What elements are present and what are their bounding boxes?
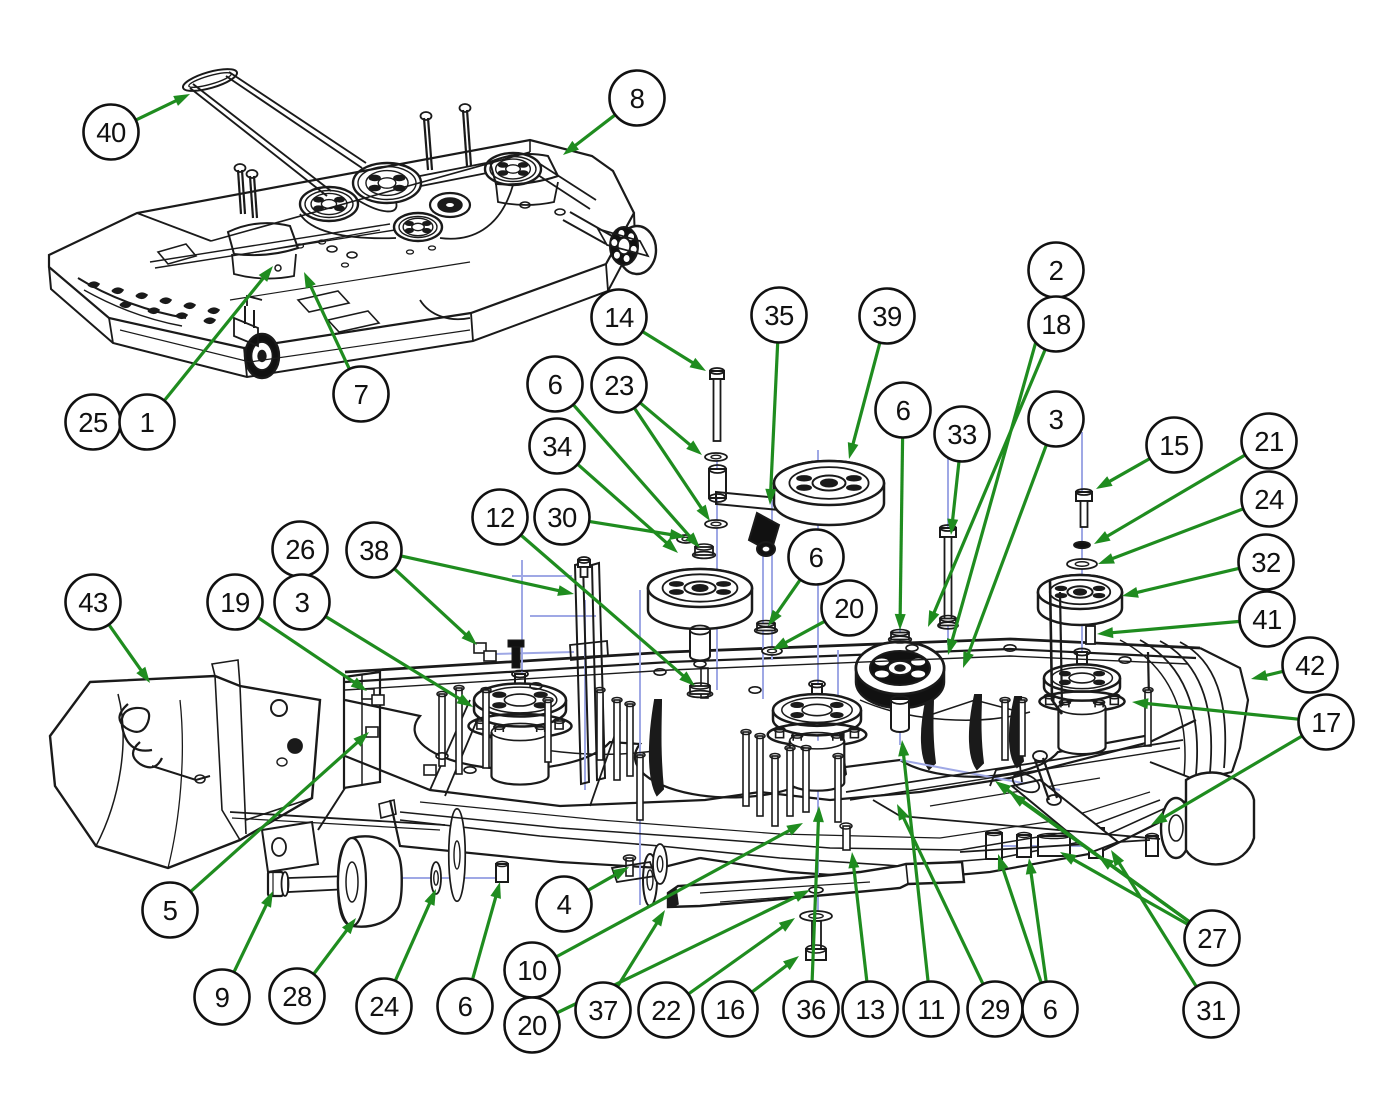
svg-text:40: 40 (96, 117, 126, 148)
svg-text:24: 24 (369, 991, 399, 1022)
svg-text:20: 20 (834, 593, 864, 624)
svg-text:41: 41 (1252, 604, 1282, 635)
svg-text:32: 32 (1251, 547, 1281, 578)
svg-text:23: 23 (604, 370, 634, 401)
svg-text:38: 38 (359, 535, 389, 566)
svg-text:6: 6 (548, 369, 563, 400)
svg-text:16: 16 (715, 994, 745, 1025)
svg-text:37: 37 (588, 995, 618, 1026)
svg-text:19: 19 (220, 587, 250, 618)
svg-text:25: 25 (78, 407, 108, 438)
svg-text:6: 6 (896, 395, 911, 426)
svg-text:33: 33 (947, 419, 977, 450)
svg-text:6: 6 (1043, 994, 1058, 1025)
svg-text:6: 6 (809, 542, 824, 573)
svg-text:9: 9 (215, 982, 230, 1013)
svg-text:26: 26 (285, 534, 315, 565)
svg-text:42: 42 (1295, 650, 1325, 681)
svg-text:27: 27 (1197, 923, 1227, 954)
svg-text:21: 21 (1254, 426, 1284, 457)
svg-text:36: 36 (796, 994, 826, 1025)
svg-text:34: 34 (542, 431, 572, 462)
svg-text:15: 15 (1159, 430, 1189, 461)
svg-text:35: 35 (764, 300, 794, 331)
svg-text:43: 43 (78, 587, 108, 618)
svg-text:29: 29 (980, 994, 1010, 1025)
svg-text:31: 31 (1196, 995, 1226, 1026)
svg-text:4: 4 (557, 889, 572, 920)
svg-text:17: 17 (1311, 707, 1341, 738)
svg-text:1: 1 (140, 407, 155, 438)
svg-text:6: 6 (458, 991, 473, 1022)
svg-text:11: 11 (917, 994, 945, 1025)
svg-text:2: 2 (1049, 255, 1064, 286)
svg-text:7: 7 (354, 379, 369, 410)
svg-text:5: 5 (163, 895, 178, 926)
svg-text:24: 24 (1254, 484, 1284, 515)
svg-text:30: 30 (547, 502, 577, 533)
svg-text:18: 18 (1041, 309, 1071, 340)
svg-text:3: 3 (295, 587, 310, 618)
svg-text:14: 14 (604, 302, 634, 333)
svg-text:12: 12 (485, 502, 515, 533)
svg-text:10: 10 (517, 955, 547, 986)
svg-text:3: 3 (1049, 404, 1064, 435)
svg-text:28: 28 (282, 981, 312, 1012)
svg-text:8: 8 (630, 83, 645, 114)
svg-text:13: 13 (855, 994, 885, 1025)
svg-text:22: 22 (651, 995, 681, 1026)
svg-text:20: 20 (517, 1010, 547, 1041)
svg-text:39: 39 (872, 301, 902, 332)
